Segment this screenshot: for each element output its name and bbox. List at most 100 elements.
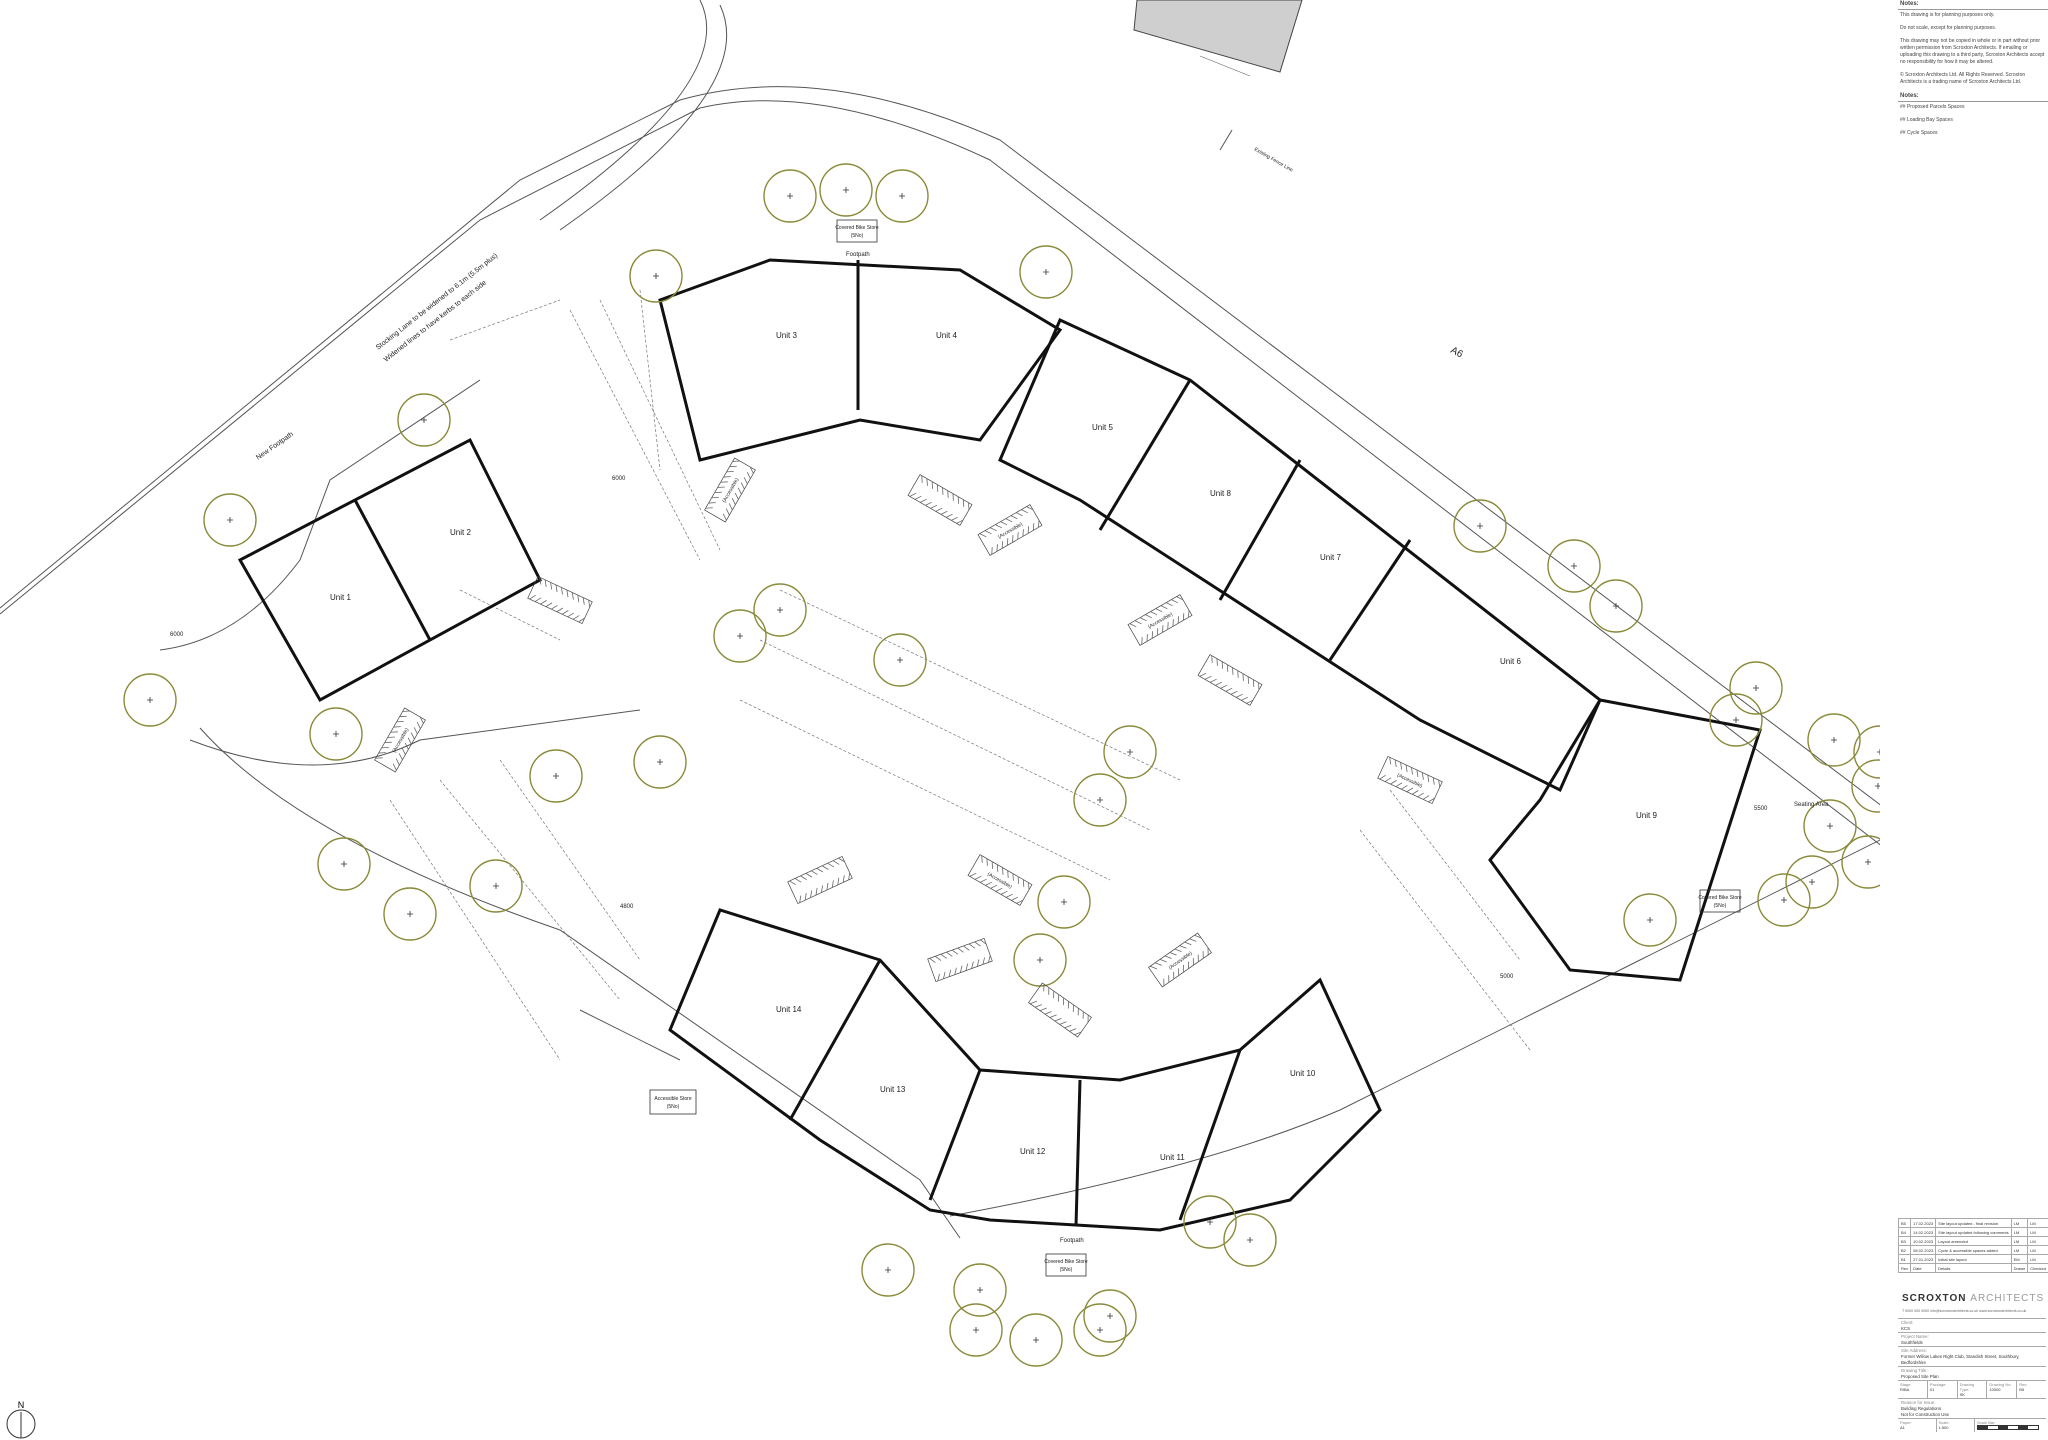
tree-trunk-mark bbox=[1877, 749, 1880, 755]
hatch-mark bbox=[951, 499, 965, 521]
tree-trunk-mark bbox=[407, 911, 413, 917]
hatch-mark bbox=[984, 530, 998, 552]
hatch-mark bbox=[1039, 990, 1055, 1012]
tree-trunk-mark bbox=[1061, 899, 1067, 905]
accessible-bay: (Accessible) bbox=[967, 854, 1033, 906]
hatch-mark bbox=[1189, 938, 1204, 959]
revision-cell: LM bbox=[2010, 1245, 2029, 1255]
hatch-mark bbox=[1005, 876, 1019, 898]
unit-label: Unit 13 bbox=[880, 1085, 906, 1094]
hatch-mark bbox=[789, 880, 802, 903]
hatch-mark bbox=[387, 736, 409, 750]
hatch-mark bbox=[561, 592, 574, 615]
accessible-bay bbox=[907, 474, 973, 526]
revision-cell: Rev bbox=[1897, 1263, 1912, 1273]
hatch-mark bbox=[399, 715, 421, 729]
seating-area-label: Seating Area bbox=[1794, 802, 1829, 808]
accessible-bay: (Accessible) bbox=[1377, 755, 1443, 805]
hatch-mark bbox=[946, 951, 957, 975]
hatch-mark bbox=[919, 481, 934, 503]
accessible-bay-outline bbox=[787, 855, 853, 905]
tree-canopy bbox=[1037, 875, 1091, 929]
hatch-mark bbox=[723, 476, 745, 490]
notes-header-2: Notes: bbox=[1898, 92, 2048, 102]
tree-canopy bbox=[1223, 1213, 1277, 1267]
tree-canopy bbox=[949, 1303, 1003, 1357]
accessible-store-sub: (5No) bbox=[667, 1104, 680, 1110]
hatch-mark bbox=[1395, 764, 1408, 787]
hatch-mark bbox=[711, 496, 733, 511]
tree-trunk-mark bbox=[1037, 957, 1043, 963]
hatch-mark bbox=[393, 726, 415, 740]
accessible-bay-outline bbox=[1028, 982, 1092, 1038]
tree-canopy bbox=[713, 609, 767, 663]
tree-trunk-mark bbox=[1753, 685, 1759, 691]
tree-canopy bbox=[529, 749, 583, 803]
hatch-mark bbox=[1241, 679, 1255, 701]
unit-label: Unit 2 bbox=[450, 528, 471, 537]
hatch-mark bbox=[1034, 987, 1050, 1008]
hatch-mark bbox=[390, 731, 412, 745]
note-2: Do not scale, except for planning purpos… bbox=[1900, 25, 1997, 31]
revision-cell: LM bbox=[2010, 1218, 2029, 1228]
practice-address: T 0000 000 0000 info@scroxtonarchitects.… bbox=[1902, 1309, 2027, 1313]
tree-canopy bbox=[1083, 1289, 1137, 1343]
hatch-mark bbox=[1220, 667, 1234, 689]
hatch-mark bbox=[1417, 774, 1430, 798]
tree-canopy bbox=[469, 859, 523, 913]
tree-trunk-mark bbox=[899, 193, 905, 199]
roads-and-boundaries bbox=[0, 0, 1880, 1239]
hatch-mark bbox=[956, 502, 970, 524]
hatch-mark bbox=[556, 589, 569, 613]
tree-trunk-mark bbox=[1477, 523, 1483, 529]
hatch-mark bbox=[1246, 682, 1260, 704]
tree-canopy bbox=[1729, 661, 1783, 715]
unit-block-3-4 bbox=[658, 258, 1063, 462]
cycle-store-top-sub: (5No) bbox=[851, 233, 864, 239]
tree-canopy bbox=[1103, 725, 1157, 779]
tree-trunk-mark bbox=[1247, 1237, 1253, 1243]
note-5: ## Proposed Parcels Spaces bbox=[1900, 104, 1965, 110]
hatch-mark bbox=[1044, 994, 1060, 1015]
hatch-mark bbox=[1169, 952, 1185, 973]
hatch-mark bbox=[1225, 670, 1239, 692]
revision-cell: LM bbox=[2010, 1227, 2029, 1237]
accessible-bay bbox=[1197, 654, 1263, 706]
tree-trunk-mark bbox=[1781, 897, 1787, 903]
tree-canopy bbox=[1853, 725, 1880, 779]
hatch-mark bbox=[1021, 509, 1035, 531]
accessible-bay bbox=[927, 938, 993, 982]
unit-label: Unit 7 bbox=[1320, 553, 1341, 562]
hatch-mark bbox=[381, 746, 403, 761]
accessible-bay-outline bbox=[977, 504, 1043, 556]
tree-canopy bbox=[861, 1243, 915, 1297]
north-label: N bbox=[18, 1400, 25, 1410]
accessible-bay: (Accessible) bbox=[704, 457, 756, 523]
accessible-bay bbox=[1028, 982, 1092, 1038]
annotations: A6 Stocking Lane to be widened to 6.1m (… bbox=[170, 147, 1829, 1244]
accessible-bay-outline bbox=[704, 457, 756, 523]
hatch-mark bbox=[985, 864, 999, 886]
revision-cell: B3 bbox=[1897, 1236, 1912, 1246]
accessible-bay-label: (Accessible) bbox=[1396, 772, 1424, 789]
hatch-mark bbox=[827, 862, 840, 886]
hatch-mark bbox=[979, 861, 994, 883]
hatch-mark bbox=[708, 502, 730, 516]
lane-note-2: Widened lines to have kerbs to each side bbox=[383, 279, 488, 363]
tree-canopy bbox=[1851, 759, 1880, 813]
tree-canopy bbox=[753, 583, 807, 637]
tree-trunk-mark bbox=[1571, 563, 1577, 569]
hatch-mark bbox=[714, 491, 736, 505]
tree-trunk-mark bbox=[1827, 823, 1833, 829]
accessible-bay-outline bbox=[927, 938, 993, 982]
new-footpath-label: New Footpath bbox=[255, 431, 295, 462]
tree-trunk-mark bbox=[1127, 749, 1133, 755]
hatch-mark bbox=[534, 579, 547, 602]
